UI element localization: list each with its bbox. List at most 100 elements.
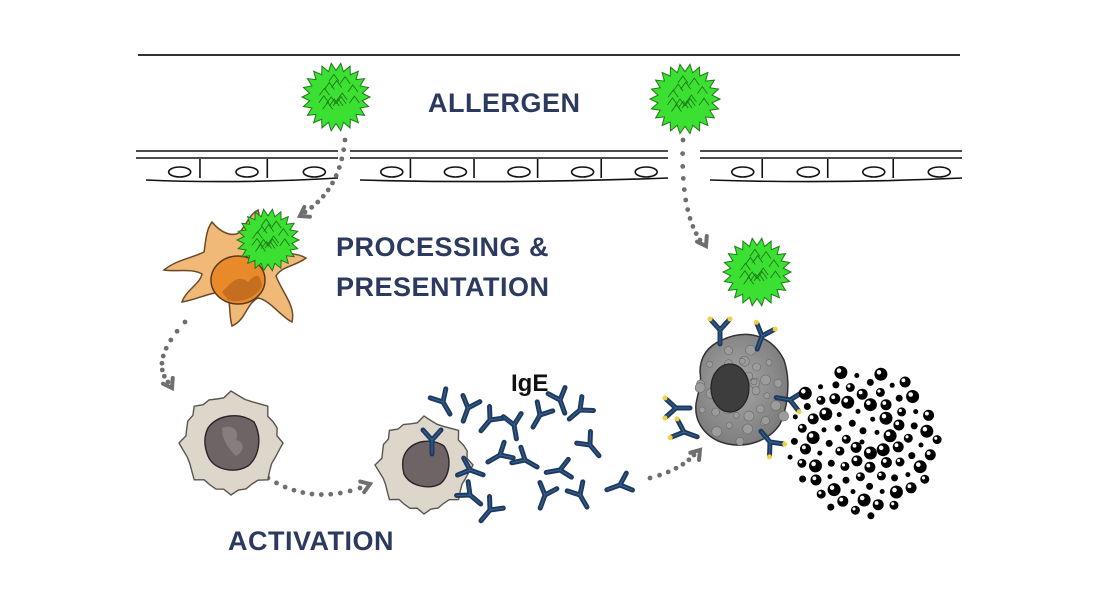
allergen-texture (696, 85, 708, 94)
arrow-dot (309, 491, 315, 497)
granule-shine (857, 473, 861, 477)
released-granule (910, 422, 918, 430)
cell-nucleus (634, 166, 659, 178)
granule-shine (811, 461, 816, 467)
released-granule (924, 449, 936, 461)
allergen-texture (677, 100, 689, 109)
arrow-dot (333, 173, 339, 178)
antibody-highlight (756, 323, 775, 350)
mast-cell (662, 237, 806, 460)
arrow-head (358, 479, 374, 495)
arrow-dot (315, 199, 321, 205)
allergen-texture (328, 98, 340, 107)
allergen-texture (251, 237, 263, 246)
processing-presentation-label: PROCESSING & PRESENTATION (336, 227, 550, 307)
allergen-texture (260, 218, 272, 227)
antibody-highlight (487, 442, 514, 463)
released-granule (832, 381, 840, 389)
allergen-texture (686, 94, 697, 103)
ige-antibody (460, 393, 483, 424)
antibody-highlight (568, 396, 594, 420)
granule (760, 374, 771, 386)
dendritic-cell (162, 208, 308, 328)
allergen-texture (279, 238, 291, 247)
released-granule (932, 435, 942, 445)
arrow-dot (318, 492, 324, 497)
released-granule (880, 399, 892, 411)
allergen-texture (752, 254, 764, 263)
activation-label: ACTIVATION (228, 526, 394, 556)
granule (694, 382, 706, 394)
allergen-particle-left (300, 62, 372, 132)
allergen-texture (325, 96, 337, 105)
arrow-head (688, 447, 703, 462)
allergen-body (648, 63, 722, 135)
granule-shine (799, 460, 803, 464)
ige-antibody (454, 479, 484, 507)
nucleus-highlight (222, 426, 243, 456)
epithelium-base (145, 177, 339, 183)
cell-nucleus (302, 166, 327, 178)
ige-antibodies (420, 385, 635, 524)
released-granule (880, 457, 892, 468)
ige-label: IgE (511, 370, 549, 397)
antibody-highlight (539, 482, 558, 509)
arrow-dot (291, 487, 297, 493)
released-granule (827, 459, 835, 467)
granule (698, 406, 706, 414)
released-granule (792, 414, 798, 420)
granule (711, 426, 723, 437)
allergen-texture (757, 267, 769, 276)
released-granule (899, 376, 911, 388)
granule-shine (853, 457, 858, 462)
granule-shine (839, 497, 844, 502)
antibody-highlight (511, 447, 538, 468)
released-granule (872, 499, 884, 511)
cell-nucleus (235, 166, 259, 178)
released-granule (866, 378, 874, 386)
arrow-dot (325, 187, 331, 193)
released-granule (895, 394, 903, 402)
released-granule (806, 431, 820, 444)
granule (773, 378, 783, 388)
arrow-dot (320, 193, 326, 199)
allergen-texture (753, 273, 765, 282)
allergen-texture (261, 240, 272, 249)
released-granule (913, 460, 927, 474)
granule-shine (901, 378, 906, 383)
released-granule (848, 419, 856, 427)
arrow-dot (341, 147, 347, 153)
released-granule (903, 433, 913, 443)
epithelial-barrier (136, 150, 963, 183)
antibody-highlight (710, 319, 730, 344)
allergen-texture (339, 75, 351, 84)
granule (735, 437, 745, 446)
granule-shine (885, 431, 891, 437)
released-granule (819, 407, 833, 421)
arrow-head (694, 234, 709, 250)
granule (738, 357, 746, 365)
allergen-texture (760, 250, 772, 259)
granule-shine (852, 507, 856, 511)
cell-nucleus (507, 166, 531, 178)
arrow-dot (182, 319, 188, 325)
granule-shine (877, 389, 881, 393)
antibody-highlight (480, 496, 504, 522)
arrow-dot (342, 137, 348, 143)
released-granule (803, 403, 811, 410)
released-granule (837, 495, 849, 507)
released-granule (906, 390, 920, 403)
released-granule (850, 505, 860, 515)
allergen-texture (677, 75, 689, 84)
released-granule (818, 384, 823, 390)
cell-nucleus (379, 166, 404, 178)
allergen-particle-right (648, 63, 722, 135)
released-granule (908, 452, 916, 460)
granule (751, 386, 761, 396)
granule-shine (866, 463, 871, 468)
released-granule (851, 455, 863, 467)
arrow-dot (300, 490, 306, 495)
antibody-tip (674, 416, 680, 422)
